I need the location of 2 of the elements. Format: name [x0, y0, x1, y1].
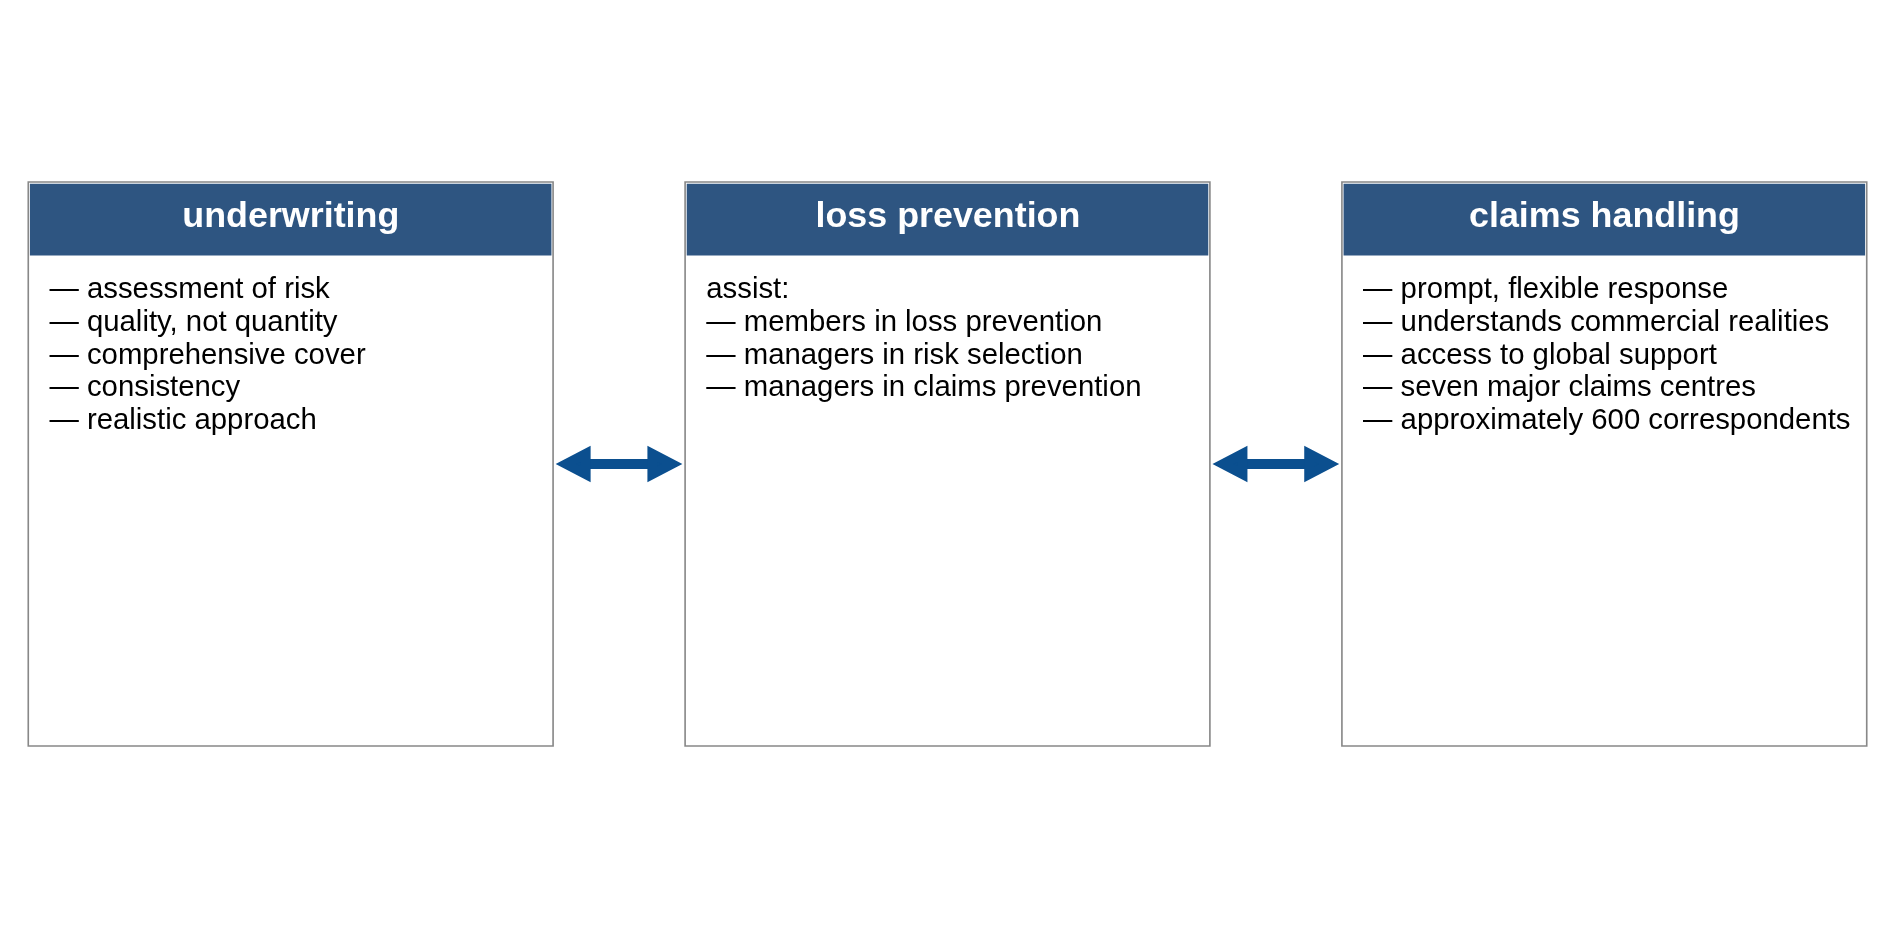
arrow: [1212, 445, 1340, 482]
arrow: [555, 445, 683, 482]
